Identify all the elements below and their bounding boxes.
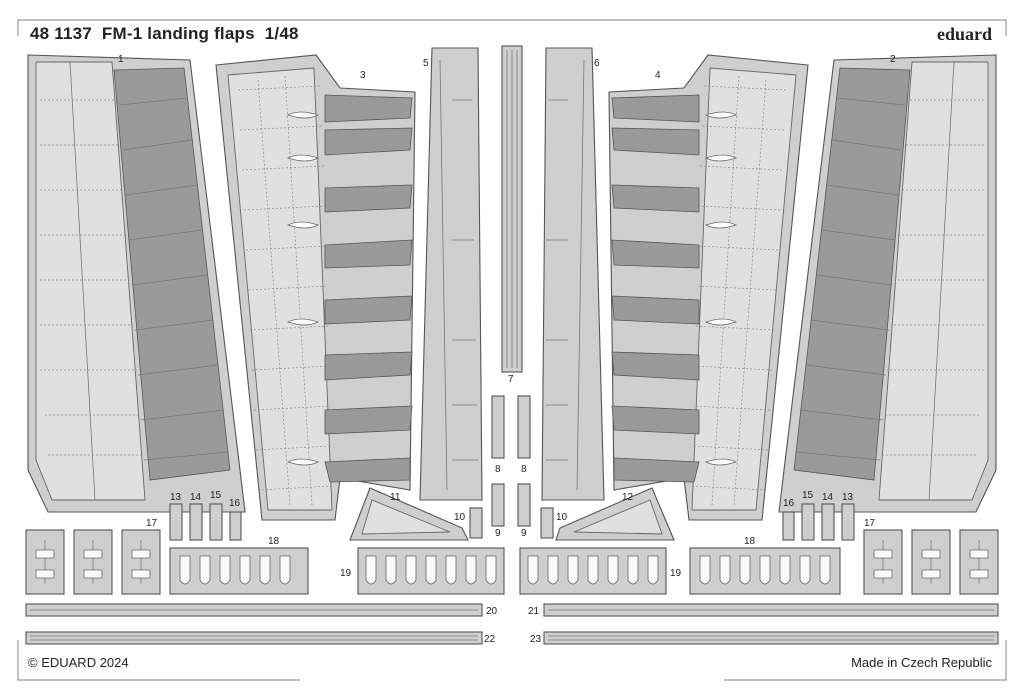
copyright-notice: © EDUARD 2024 <box>28 655 129 670</box>
label-11: 11 <box>390 492 401 503</box>
label-13a: 13 <box>170 492 182 503</box>
label-13b: 13 <box>842 492 854 503</box>
parts-20-23-long-strips <box>25 603 999 645</box>
label-3: 3 <box>360 70 366 81</box>
label-23: 23 <box>530 634 542 645</box>
part-11-bracket <box>349 487 469 541</box>
label-16b: 16 <box>783 498 795 509</box>
label-4: 4 <box>655 70 661 81</box>
brand-logo: eduard <box>936 24 992 44</box>
label-18b: 18 <box>744 536 756 547</box>
label-20: 20 <box>486 606 498 617</box>
parts-18-19-tab-rows <box>169 547 841 595</box>
part-5-strip <box>419 47 483 501</box>
sheet-title: 48 1137 FM-1 landing flaps 1/48 <box>30 24 309 44</box>
label-15a: 15 <box>210 490 222 501</box>
label-5: 5 <box>423 58 429 69</box>
label-8a: 8 <box>495 464 501 475</box>
part-12-bracket <box>555 487 675 541</box>
label-22: 22 <box>484 634 496 645</box>
label-19a: 19 <box>340 568 352 579</box>
country-of-origin: Made in Czech Republic <box>851 655 992 670</box>
label-9b: 9 <box>521 528 527 539</box>
label-10a: 10 <box>454 512 466 523</box>
label-14a: 14 <box>190 492 202 503</box>
part-4-right-inner-flap <box>608 54 809 521</box>
parts-13-16-rods <box>169 503 855 541</box>
label-9a: 9 <box>495 528 501 539</box>
product-name: FM-1 landing flaps <box>101 24 255 43</box>
label-15b: 15 <box>802 490 814 501</box>
label-17b: 17 <box>864 518 876 529</box>
label-21: 21 <box>528 606 540 617</box>
part-17-hinge-plates <box>25 529 999 595</box>
label-12: 12 <box>622 492 634 503</box>
parts-8-9-10-bars <box>469 395 554 539</box>
part-7-rail <box>501 45 523 373</box>
label-10b: 10 <box>556 512 568 523</box>
label-18a: 18 <box>268 536 280 547</box>
part-3-left-inner-flap <box>215 54 416 521</box>
label-1: 1 <box>118 54 124 65</box>
scale-label: 1/48 <box>264 24 299 43</box>
part-6-strip <box>541 47 605 501</box>
part-number-labels: 1 2 3 4 5 6 7 8 8 9 9 10 10 11 12 13 14 … <box>118 54 896 645</box>
part-1-left-outer-flap <box>27 54 246 513</box>
label-17a: 17 <box>146 518 158 529</box>
part-2-right-outer-flap <box>778 54 997 513</box>
part-number: 48 1137 <box>30 24 92 43</box>
label-8b: 8 <box>521 464 527 475</box>
label-2: 2 <box>890 54 896 65</box>
fret-frame <box>17 19 1007 681</box>
label-6: 6 <box>594 58 600 69</box>
label-14b: 14 <box>822 492 834 503</box>
label-16a: 16 <box>229 498 241 509</box>
label-7: 7 <box>508 374 514 385</box>
label-19b: 19 <box>670 568 682 579</box>
